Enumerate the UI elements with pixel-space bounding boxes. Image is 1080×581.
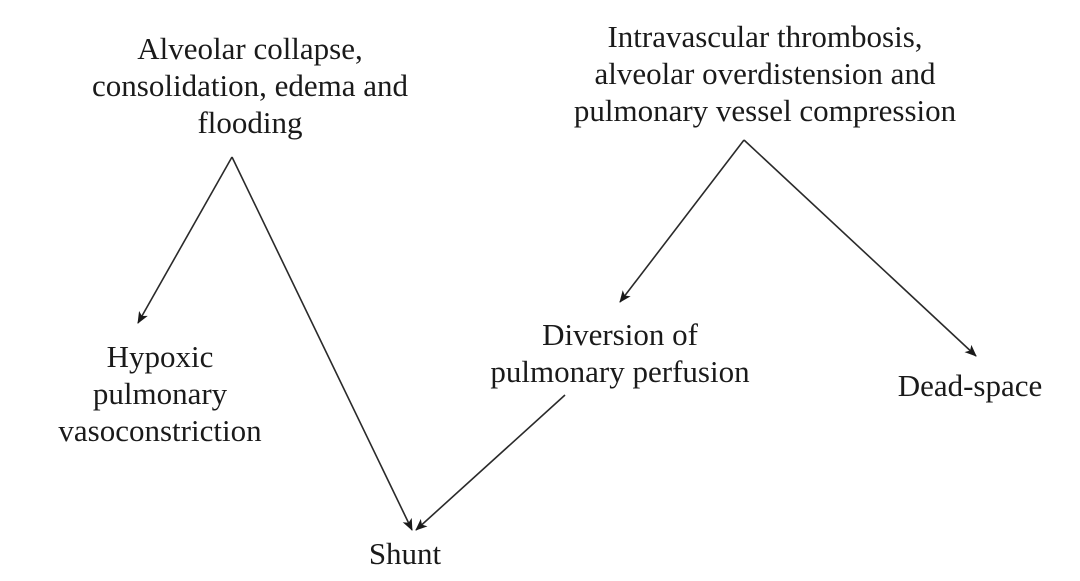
arrow-collapse-to-hypoxic bbox=[137, 156, 233, 324]
arrow-diversion-to-shunt bbox=[415, 394, 566, 531]
node-line: Dead-space bbox=[897, 368, 1043, 403]
node-line: alveolar overdistension and bbox=[594, 56, 936, 91]
node-line: Hypoxic bbox=[106, 339, 214, 374]
node-hypoxic-vasoconstriction: Hypoxic pulmonary vasoconstriction bbox=[30, 338, 290, 449]
node-line: pulmonary perfusion bbox=[490, 354, 750, 389]
node-line: Diversion of bbox=[542, 317, 698, 352]
node-intravascular-thrombosis: Intravascular thrombosis, alveolar overd… bbox=[510, 18, 1020, 129]
node-line: Intravascular thrombosis, bbox=[607, 19, 923, 54]
node-line: Shunt bbox=[368, 536, 442, 571]
node-diversion-of-perfusion: Diversion of pulmonary perfusion bbox=[450, 316, 790, 390]
node-dead-space: Dead-space bbox=[870, 367, 1070, 404]
arrow-thrombosis-to-deadspace bbox=[743, 139, 977, 357]
node-line: Alveolar collapse, bbox=[137, 31, 363, 66]
node-line: pulmonary bbox=[92, 376, 228, 411]
arrow-collapse-to-shunt bbox=[231, 156, 413, 531]
node-line: flooding bbox=[197, 105, 303, 140]
node-line: pulmonary vessel compression bbox=[573, 93, 957, 128]
node-shunt: Shunt bbox=[330, 535, 480, 572]
arrow-thrombosis-to-diversion bbox=[619, 139, 745, 303]
node-line: consolidation, edema and bbox=[92, 68, 408, 103]
node-alveolar-collapse: Alveolar collapse, consolidation, edema … bbox=[40, 30, 460, 141]
node-line: vasoconstriction bbox=[58, 413, 262, 448]
